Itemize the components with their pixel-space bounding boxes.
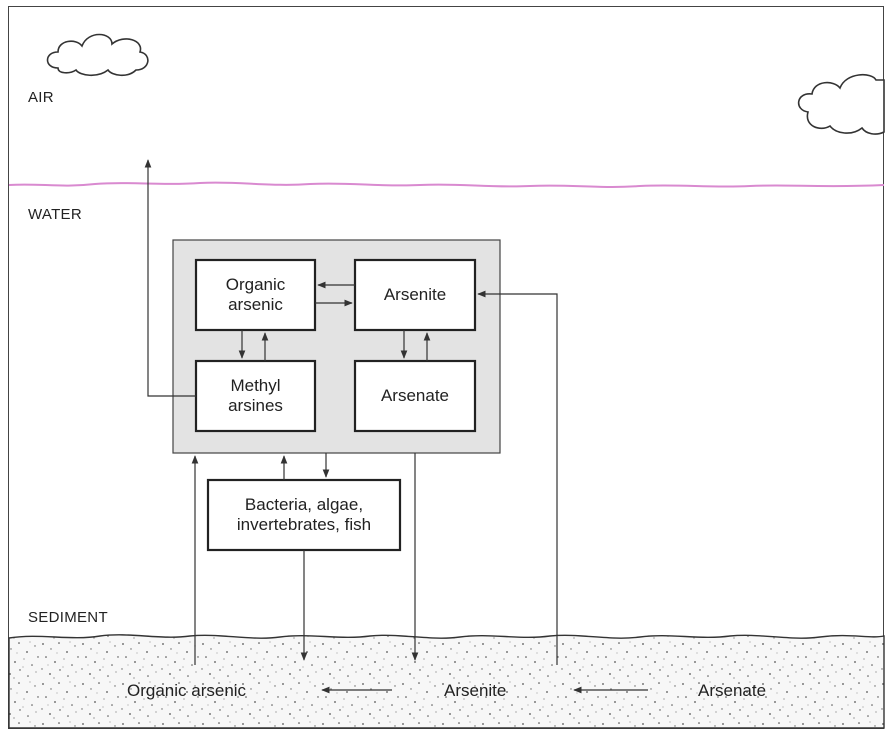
arrow-sediment-to-arsenite	[477, 290, 558, 665]
sediment-organic-arsenic-label: Organic arsenic	[127, 681, 247, 700]
biota-label: Bacteria, algae, invertebrates, fish	[236, 495, 372, 534]
sediment-arsenite-label: Arsenite	[444, 681, 507, 700]
water-surface-line	[8, 181, 885, 188]
sediment-label: SEDIMENT	[28, 609, 108, 626]
organic-arsenic-label: Organic arsenic	[225, 275, 286, 314]
arrow-methyl-to-air	[144, 159, 196, 397]
organic-arsenic-box	[194, 258, 317, 332]
air-label: AIR	[28, 89, 54, 106]
methyl-arsines-box	[194, 359, 317, 433]
arsenite-label: Arsenite	[383, 285, 447, 304]
cloud-icon	[46, 33, 149, 77]
sediment-layer	[8, 634, 885, 729]
arsenate-box	[353, 359, 477, 433]
arsenate-label: Arsenate	[380, 386, 450, 405]
biota-box	[206, 478, 402, 552]
water-label: WATER	[28, 206, 82, 223]
methyl-arsines-label: Methyl arsines	[228, 376, 283, 415]
cloud-icon	[797, 73, 885, 135]
arsenite-box	[353, 258, 477, 332]
sediment-arsenate-label: Arsenate	[698, 681, 767, 700]
